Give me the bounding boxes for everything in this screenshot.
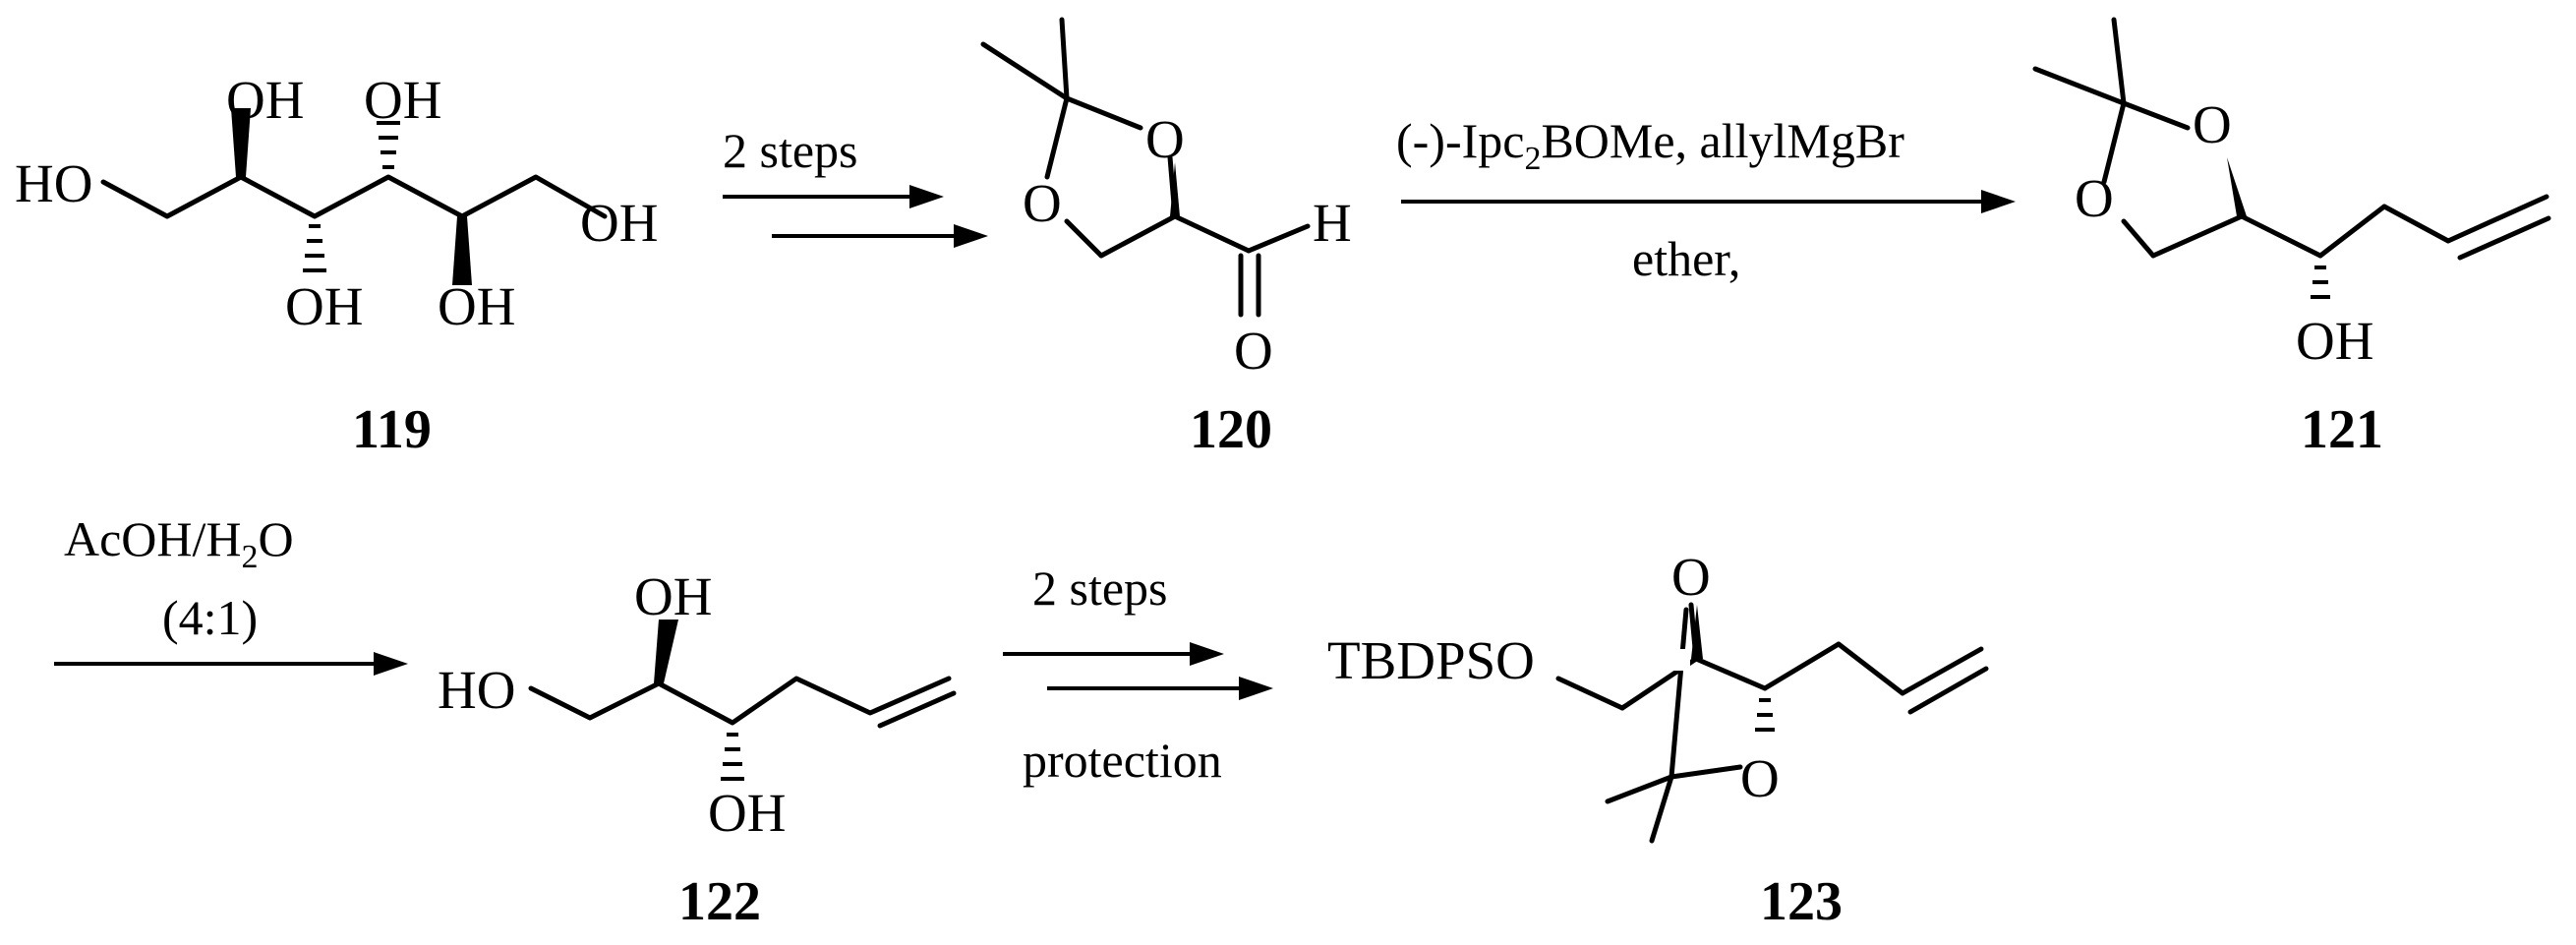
atom-label: O — [2075, 168, 2114, 228]
reagent-label: 2 steps — [1032, 561, 1168, 616]
reaction-arrow-3: AcOH/H2O (4:1) — [54, 511, 408, 676]
atom-label: O — [1145, 109, 1185, 169]
atom-label: OH — [634, 566, 712, 626]
reagent-label: AcOH/H2O — [64, 511, 294, 575]
reaction-arrow-2: (-)-Ipc2BOMe, allylMgBr ether, — [1396, 113, 2016, 286]
hashed-bond — [721, 733, 744, 781]
reaction-arrow-4: 2 steps protection — [1003, 561, 1273, 788]
atom-label: OH — [708, 783, 786, 843]
compound-120: O O H O 120 — [980, 17, 1352, 460]
hashed-bond — [1755, 698, 1775, 732]
atom-label: O — [1740, 748, 1780, 808]
compound-label: 122 — [678, 871, 761, 932]
hashed-bond — [303, 224, 326, 272]
atom-label: TBDPSO — [1327, 630, 1535, 690]
compound-119: OH OH HO OH OH OH 119 — [15, 70, 658, 460]
hashed-bond — [377, 121, 400, 169]
compound-123: O TBDPSO O 123 — [1327, 547, 1989, 932]
atom-label: OH — [285, 276, 363, 336]
compound-label: 119 — [352, 399, 432, 460]
reagent-label: (4:1) — [162, 590, 258, 645]
atom-label: O — [1023, 173, 1062, 233]
atom-label: OH — [364, 70, 441, 130]
atom-label: HO — [15, 153, 92, 213]
atom-label: OH — [2296, 311, 2373, 371]
atom-label: O — [1671, 547, 1711, 607]
atom-label: O — [1234, 321, 1273, 381]
compound-122: OH HO OH 122 — [438, 566, 957, 932]
atom-label: HO — [438, 660, 515, 720]
hashed-bond — [2311, 266, 2330, 299]
reaction-arrow-1: 2 steps — [723, 123, 988, 248]
reagent-label: (-)-Ipc2BOMe, allylMgBr — [1396, 113, 1904, 177]
reagent-label: 2 steps — [723, 123, 858, 178]
compound-121: O O OH 121 — [2032, 17, 2551, 460]
atom-label: OH — [438, 276, 515, 336]
atom-label: H — [1313, 193, 1352, 253]
reagent-label: ether, — [1632, 231, 1740, 286]
compound-label: 123 — [1760, 871, 1843, 932]
atom-label: OH — [226, 70, 304, 130]
compound-label: 120 — [1190, 399, 1272, 460]
atom-label: O — [2193, 94, 2232, 154]
compound-label: 121 — [2301, 399, 2383, 460]
reagent-label: protection — [1023, 733, 1222, 788]
atom-label: OH — [580, 193, 658, 253]
